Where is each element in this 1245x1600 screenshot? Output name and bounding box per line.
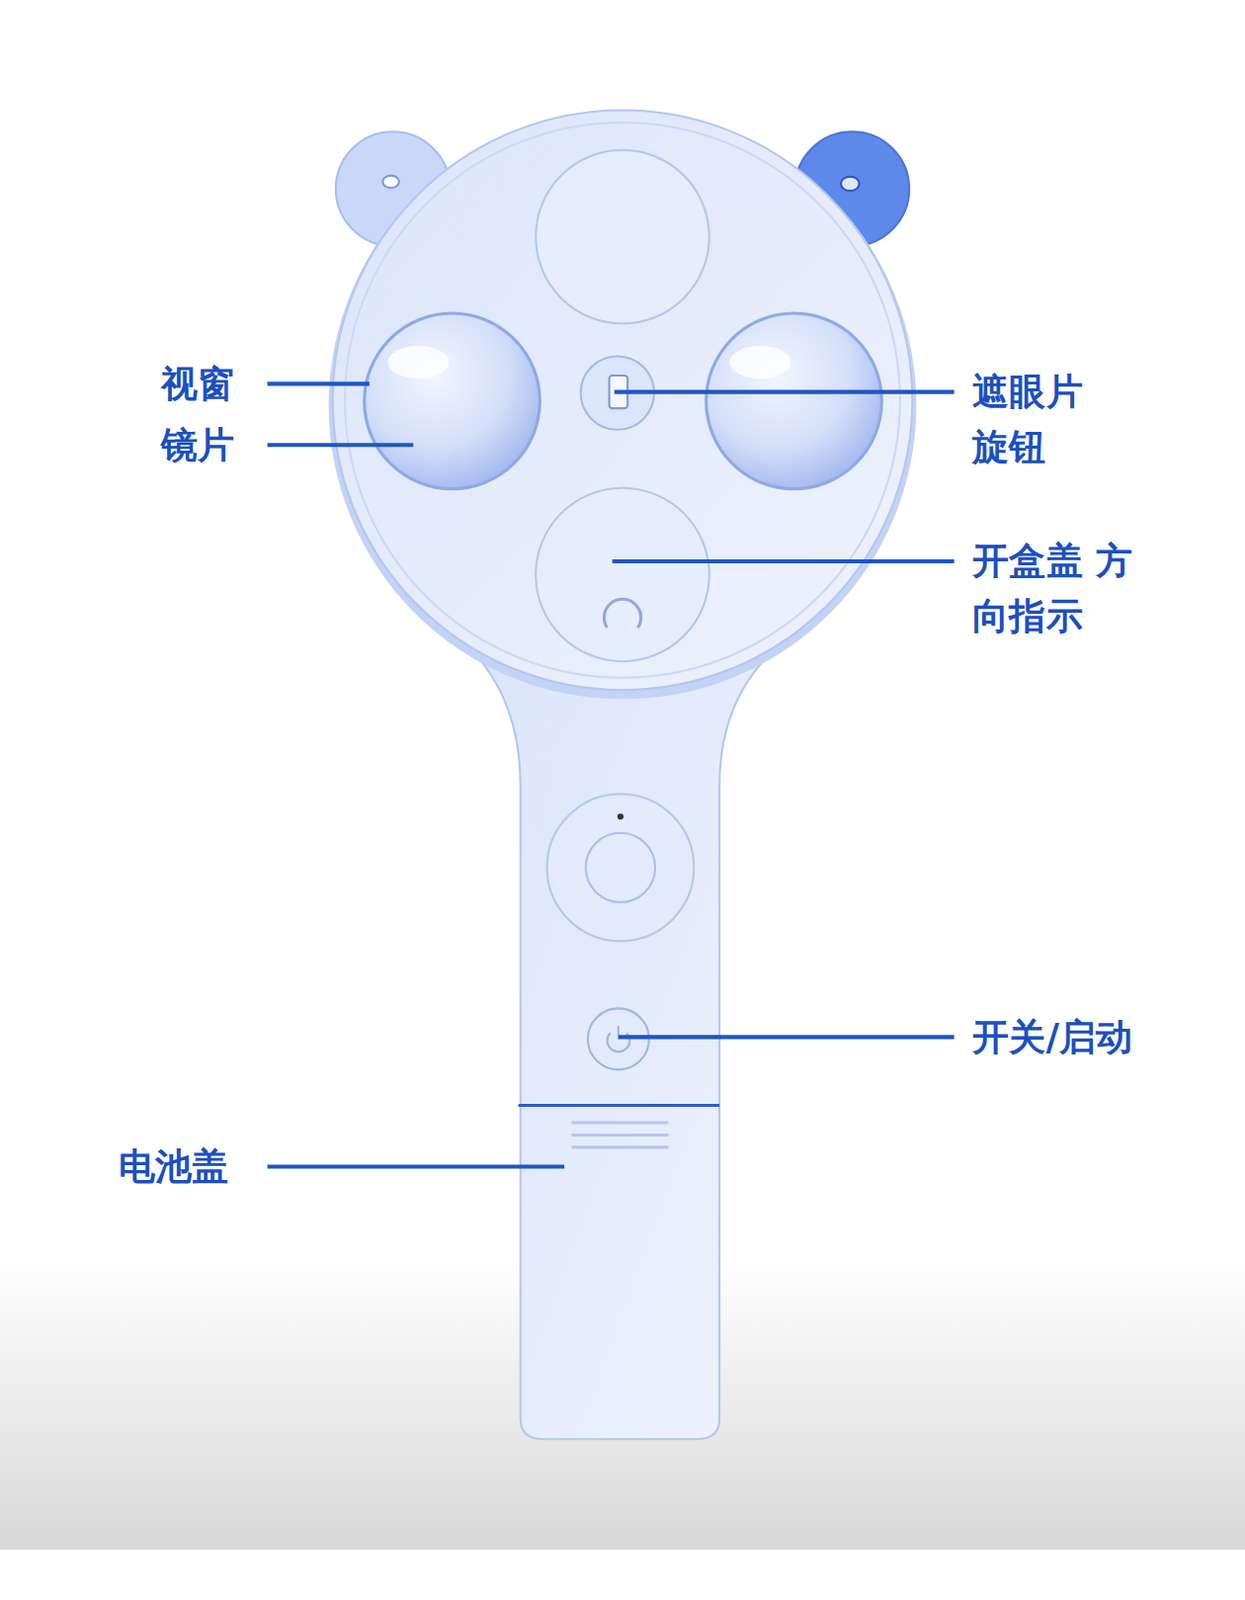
ear-hole — [382, 175, 400, 188]
lens-highlight — [387, 345, 449, 379]
stage: 视窗镜片 遮眼片 旋钮开盒盖 方向指示开关/启动电池盖 — [0, 0, 1245, 1550]
lens-right — [706, 313, 883, 490]
leader-lines — [267, 383, 955, 1166]
window-top — [535, 150, 710, 325]
part-label: 遮眼片 旋钮 — [972, 364, 1116, 476]
lens-highlight — [729, 345, 791, 379]
head-ring — [344, 122, 901, 678]
handle — [474, 653, 771, 1439]
lens-left — [364, 313, 541, 490]
battery-grip — [571, 1122, 668, 1148]
part-label: 开盒盖 方向指示 — [972, 533, 1166, 645]
window-bottom — [535, 488, 710, 663]
part-label: 电池盖 — [118, 1139, 262, 1195]
part-label: 开关/启动 — [972, 1008, 1218, 1065]
part-label: 镜片 — [161, 416, 274, 473]
head-disc — [332, 110, 913, 691]
ear-hole — [840, 176, 860, 191]
handle-pad-inner — [585, 832, 656, 903]
open-direction-symbol — [603, 598, 641, 628]
part-label: 视窗 — [161, 355, 274, 412]
battery-seam — [518, 1103, 720, 1107]
indicator-dot — [617, 813, 624, 820]
handle-pad — [547, 794, 695, 942]
device-illustration — [0, 0, 1245, 1550]
